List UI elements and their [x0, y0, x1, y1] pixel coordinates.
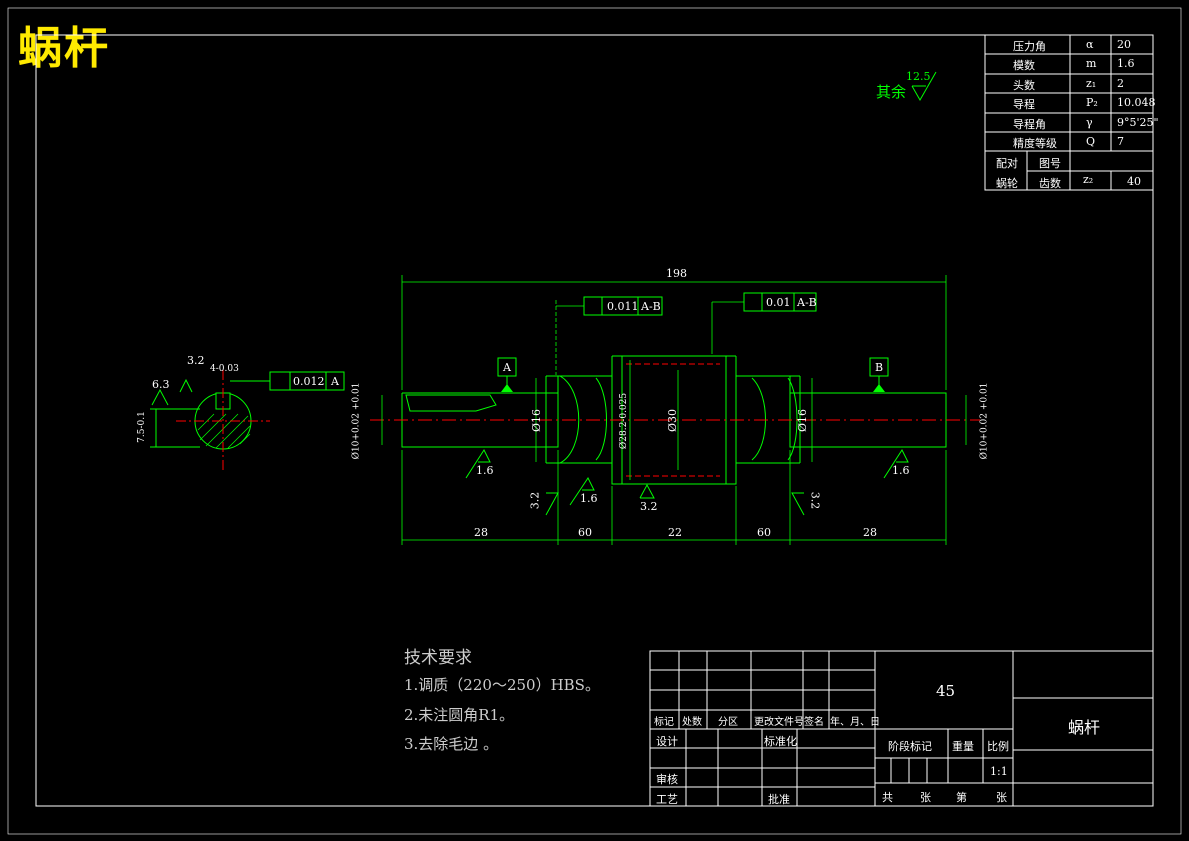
sec-ref: A [331, 375, 339, 388]
stage-label: 阶段标记 [888, 740, 932, 753]
datum-a-label: A [503, 361, 511, 374]
param-symbol: γ [1086, 115, 1093, 129]
rough-e: 3.2 [808, 491, 822, 510]
param-symbol: m [1086, 57, 1097, 71]
revision-row-label: 签名 [804, 717, 824, 728]
tolerance-frames [269, 292, 817, 391]
dim-overall: 198 [666, 267, 687, 280]
datum-b-label: B [875, 361, 884, 374]
param-symbol: α [1086, 38, 1094, 51]
weight-label: 重量 [952, 740, 974, 753]
dim-d-center: Ø28.2-0.025 [619, 392, 630, 450]
mating-label-b: 蜗轮 [996, 177, 1018, 190]
sec-depth: 7.5-0.1 [136, 411, 147, 443]
param-name: 精度等级 [1013, 137, 1057, 150]
revision-row-label: 更改文件号 [754, 717, 804, 728]
part-name: 蜗杆 [1068, 718, 1101, 737]
shaft-outline [401, 355, 947, 485]
inner-frame [35, 34, 1154, 807]
material: 45 [936, 682, 956, 700]
datum-markers [497, 357, 889, 390]
dimension-lines [381, 275, 967, 545]
sec-r1: 3.2 [187, 354, 205, 367]
param-name: 导程 [1013, 98, 1035, 112]
drawing-title-overlay: 蜗杆 [18, 23, 110, 74]
param-symbol: P₂ [1086, 96, 1098, 110]
approve-label: 批准 [768, 793, 790, 806]
param-name: 模数 [1013, 59, 1035, 73]
param-symbol: Q [1086, 135, 1096, 148]
sheets-label: 张 [920, 791, 931, 804]
process-label: 工艺 [656, 793, 678, 806]
param-table-grid [984, 34, 1154, 191]
rough-c: 1.6 [580, 492, 598, 505]
dim-seg1: 60 [578, 526, 592, 539]
datum-b-triangle [873, 384, 885, 392]
dim-d-center2: Ø30 [666, 408, 680, 433]
dim-d-left: Ø10+0.02 +0.01 [351, 382, 362, 460]
param-value: 20 [1117, 38, 1131, 51]
param-value: 1.6 [1117, 57, 1135, 71]
param-value: 7 [1117, 135, 1124, 148]
title-block-grid [649, 650, 1154, 807]
no-label: 第 [956, 791, 967, 804]
param-symbol: z₁ [1086, 76, 1097, 90]
outer-frame [7, 7, 1182, 835]
dim-d-right2: Ø16 [796, 408, 810, 433]
section-hatch [197, 413, 251, 449]
review-label: 审核 [656, 773, 678, 786]
rough-f: 1.6 [892, 464, 910, 477]
revision-row-label: 分区 [718, 717, 738, 728]
datum-a-triangle [501, 384, 513, 392]
roughness-marks [465, 448, 909, 516]
sec-r2: 6.3 [152, 378, 170, 391]
rough-d: 3.2 [640, 500, 658, 513]
sheet-label: 张 [996, 791, 1007, 804]
rough-b: 3.2 [528, 491, 542, 510]
dim-center: 22 [668, 526, 682, 539]
standard-label: 标准化 [764, 735, 797, 748]
revision-row-label: 处数 [682, 717, 702, 728]
requirements-heading: 技术要求 [404, 648, 472, 668]
rough-rest-symbol [911, 71, 937, 102]
rough-rest-value: 12.5 [906, 70, 931, 83]
revision-row-label: 标记 [654, 717, 674, 728]
sec-key: 4-0.03 [210, 364, 239, 374]
tol2-ref: A-B [797, 296, 817, 309]
dim-left-len: 28 [474, 526, 488, 539]
dim-d-left2: Ø16 [530, 408, 544, 433]
mating-teeth-symbol: z₂ [1083, 173, 1094, 186]
revision-row-label: 年、月、日 [830, 717, 880, 728]
design-label: 设计 [656, 735, 678, 748]
mating-teeth-value: 40 [1127, 175, 1141, 188]
dim-d-right: Ø10+0.02 +0.01 [979, 382, 990, 460]
mating-teeth: 齿数 [1039, 177, 1061, 190]
param-value: 10.048 [1117, 96, 1156, 110]
rough-rest-label: 其余 [876, 83, 907, 101]
tol1-value: 0.011 [607, 300, 639, 313]
param-value: 2 [1117, 76, 1124, 90]
requirement-item-1: 1.调质（220～250）HBS。 [404, 676, 600, 694]
section-dims [150, 378, 270, 448]
dim-right-len: 28 [863, 526, 877, 539]
param-name: 头数 [1013, 78, 1035, 92]
scale-value: 1:1 [990, 765, 1008, 778]
requirement-item-3: 3.去除毛边 。 [404, 735, 499, 753]
tol2-value: 0.01 [766, 296, 791, 309]
scale-label: 比例 [987, 740, 1009, 753]
dim-seg2: 60 [757, 526, 771, 539]
rough-a: 1.6 [476, 464, 494, 477]
sec-tol: 0.012 [293, 375, 325, 388]
tol1-ref: A-B [641, 300, 661, 313]
param-name: 导程角 [1013, 117, 1046, 131]
requirement-item-2: 2.未注圆角R1。 [404, 706, 515, 724]
mating-drawing-no: 图号 [1039, 157, 1061, 170]
param-name: 压力角 [1013, 40, 1046, 53]
mating-label-a: 配对 [996, 157, 1018, 170]
param-value: 9°5'25" [1117, 115, 1159, 129]
total-label: 共 [882, 791, 893, 804]
